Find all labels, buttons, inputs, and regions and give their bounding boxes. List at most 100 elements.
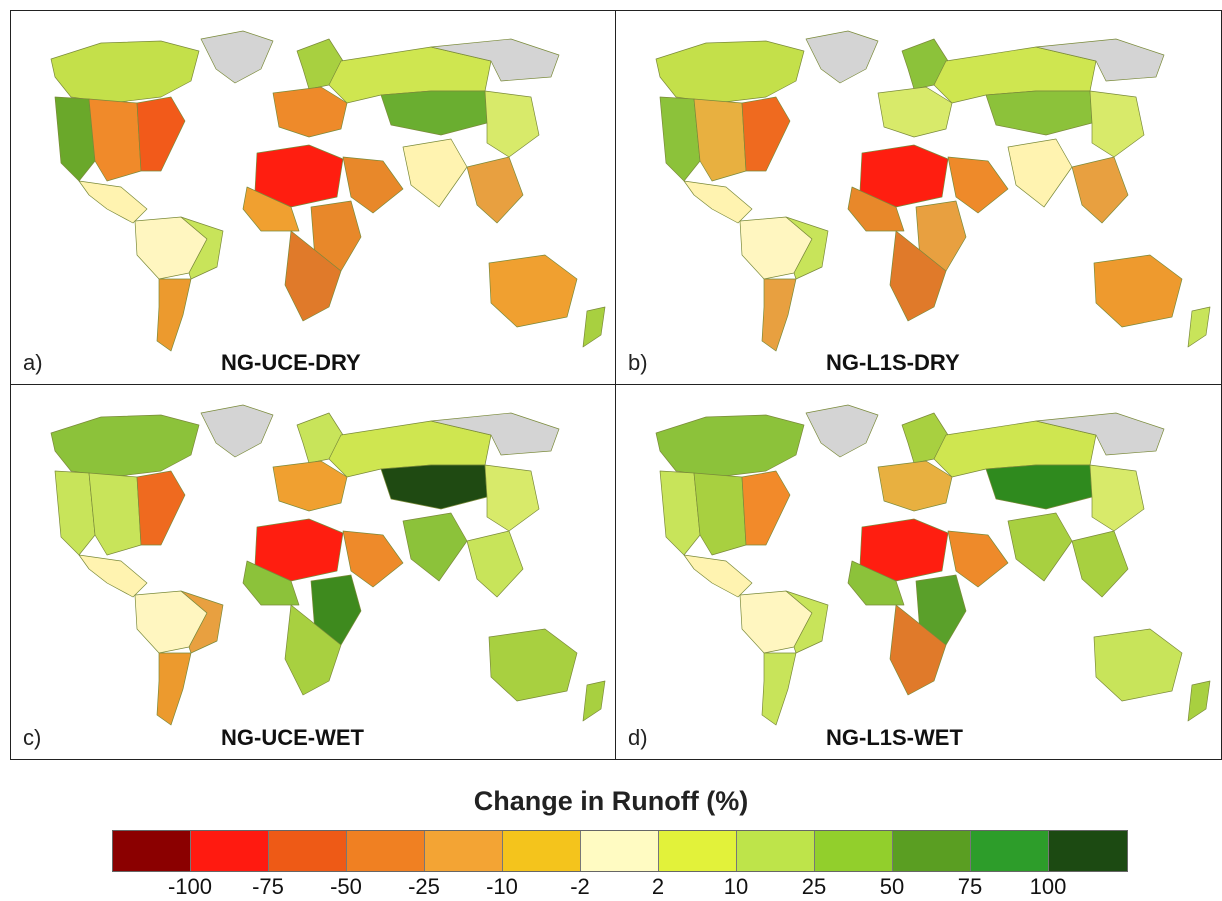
region-south-asia <box>1007 138 1073 208</box>
legend-tick-label: 2 <box>651 874 665 899</box>
region-east-asia <box>1089 90 1145 158</box>
region-west-africa <box>242 560 300 606</box>
legend-swatch <box>191 831 269 871</box>
legend-tick-label: 10 <box>723 874 749 899</box>
legend-swatch <box>425 831 503 871</box>
region-siberia <box>430 38 560 82</box>
legend-title: Change in Runoff (%) <box>473 786 749 816</box>
legend-swatch <box>269 831 347 871</box>
region-east-asia <box>484 464 540 532</box>
region-na-west <box>54 96 96 182</box>
region-na-central <box>88 98 142 182</box>
legend-swatch <box>659 831 737 871</box>
region-canada <box>50 414 200 478</box>
legend-tick-label: 100 <box>1029 874 1067 899</box>
region-arabia <box>947 530 1009 588</box>
region-west-africa <box>847 560 905 606</box>
region-europe <box>877 460 953 512</box>
region-central-asia <box>380 90 488 136</box>
legend-tick-label: 25 <box>801 874 827 899</box>
map-grid: a) NG-UCE-DRY b) NG-L1S-DRY c) NG-UCE-WE… <box>10 10 1222 760</box>
panel-title: NG-L1S-WET <box>826 725 963 750</box>
map-panel-a: a) NG-UCE-DRY <box>11 11 616 385</box>
region-sa-south <box>761 278 797 352</box>
region-southern-africa <box>284 230 342 322</box>
region-arabia <box>342 156 404 214</box>
panel-title: NG-UCE-WET <box>221 725 364 750</box>
region-australia <box>1093 254 1183 328</box>
legend-tick-label: -100 <box>167 874 213 899</box>
region-nz <box>1187 306 1211 348</box>
region-sa-south <box>156 278 192 352</box>
region-central-asia <box>380 464 488 510</box>
world-map <box>50 404 606 726</box>
region-central-am <box>683 180 753 224</box>
legend-tick-label: -10 <box>486 874 518 899</box>
region-west-africa <box>847 186 905 232</box>
region-siberia <box>430 412 560 456</box>
region-australia <box>488 628 578 702</box>
region-na-east <box>136 470 186 546</box>
panel-label: d) <box>628 725 648 750</box>
region-central-am <box>78 554 148 598</box>
region-se-asia <box>1071 530 1129 598</box>
panel-label: c) <box>23 725 42 750</box>
region-na-west <box>659 470 701 556</box>
world-map <box>655 30 1211 352</box>
region-central-am <box>78 180 148 224</box>
region-europe <box>272 460 348 512</box>
region-na-central <box>88 472 142 556</box>
region-arabia <box>342 530 404 588</box>
legend-tick-label: 75 <box>957 874 983 899</box>
region-central-asia <box>985 90 1093 136</box>
legend-swatch <box>113 831 191 871</box>
region-na-central <box>693 98 747 182</box>
region-greenland <box>200 404 274 458</box>
region-south-asia <box>402 512 468 582</box>
region-se-asia <box>1071 156 1129 224</box>
region-greenland <box>805 404 879 458</box>
world-map <box>655 404 1211 726</box>
legend-tick-label: -25 <box>408 874 440 899</box>
region-europe <box>877 86 953 138</box>
region-central-am <box>683 554 753 598</box>
region-nz <box>582 306 606 348</box>
map-panel-d: d) NG-L1S-WET <box>616 385 1221 759</box>
legend-swatch <box>503 831 581 871</box>
region-se-asia <box>466 156 524 224</box>
legend-swatch <box>737 831 815 871</box>
region-canada <box>655 40 805 104</box>
region-europe <box>272 86 348 138</box>
region-east-asia <box>1089 464 1145 532</box>
region-sa-south <box>156 652 192 726</box>
legend-swatch <box>1049 831 1127 871</box>
legend-swatch <box>347 831 425 871</box>
region-southern-africa <box>889 604 947 696</box>
region-southern-africa <box>889 230 947 322</box>
panel-label: a) <box>23 350 43 375</box>
region-southern-africa <box>284 604 342 696</box>
legend-tick-label: 50 <box>879 874 905 899</box>
legend-swatch <box>893 831 971 871</box>
panel-title: NG-UCE-DRY <box>221 350 361 375</box>
color-scale-bar <box>112 830 1128 872</box>
region-siberia <box>1035 38 1165 82</box>
legend-swatch <box>971 831 1049 871</box>
region-nz <box>582 680 606 722</box>
region-na-east <box>741 470 791 546</box>
region-south-asia <box>1007 512 1073 582</box>
region-sa-south <box>761 652 797 726</box>
map-panel-c: c) NG-UCE-WET <box>11 385 616 759</box>
legend-swatch <box>581 831 659 871</box>
legend-tick-label: -75 <box>252 874 284 899</box>
panel-label: b) <box>628 350 648 375</box>
legend-tick-label: -2 <box>570 874 590 899</box>
panel-title: NG-L1S-DRY <box>826 350 960 375</box>
legend-tick-label: -50 <box>330 874 362 899</box>
region-na-east <box>741 96 791 172</box>
region-west-africa <box>242 186 300 232</box>
region-na-east <box>136 96 186 172</box>
legend-swatch <box>815 831 893 871</box>
map-panel-b: b) NG-L1S-DRY <box>616 11 1221 385</box>
region-australia <box>1093 628 1183 702</box>
